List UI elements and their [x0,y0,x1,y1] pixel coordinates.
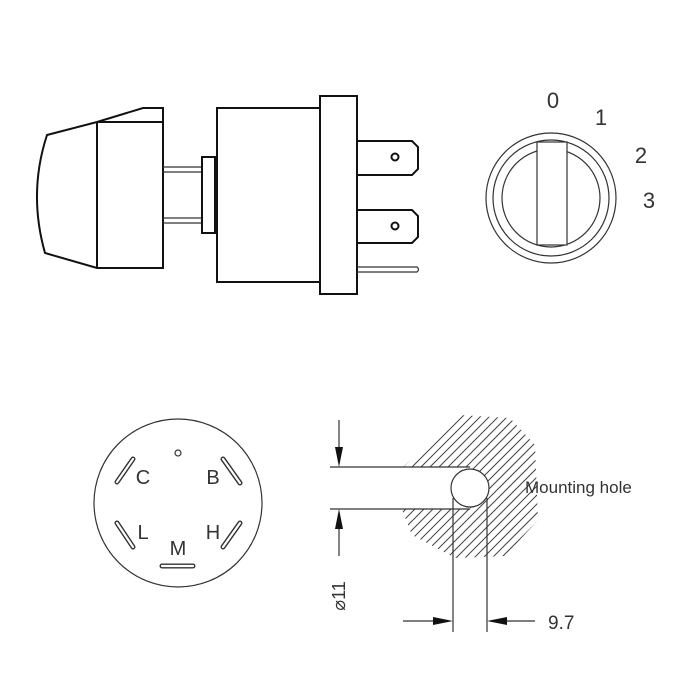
terminal-thin [357,266,420,273]
nut [201,156,216,234]
knob-front-view: 0 1 2 3 [485,88,655,264]
hatch-line [404,415,538,558]
width-dimension: 9.7 [403,498,574,634]
position-label-3: 3 [643,188,655,213]
mounting-hole [450,468,490,508]
position-label-2: 2 [635,143,647,168]
terminal-label-b: B [206,467,219,489]
position-label-0: 0 [547,88,559,113]
mounting-hole-label: Mounting hole [525,478,632,497]
terminal-label-m: M [170,538,187,560]
terminal-label-h: H [206,522,220,544]
diameter-dimension: ⌀11 [329,420,349,611]
diameter-value: ⌀11 [329,581,349,611]
hatch-line [413,415,538,558]
shaft [163,166,202,224]
terminal-hole [390,221,400,231]
hatch-line [398,415,509,558]
hatch-line [398,415,538,558]
hatch-line [398,415,500,558]
terminal-lower [357,209,419,244]
knob-cap [36,107,164,269]
position-label-1: 1 [595,105,607,130]
mounting-hole-detail: ⌀11 9.7 Mounting hole [329,415,632,634]
knob-bar [536,141,568,246]
side-view [36,95,420,295]
terminal-upper [357,140,419,176]
hatch-line [398,415,538,558]
terminal-hole [390,152,400,162]
width-value: 9.7 [548,613,574,634]
terminal-label-c: C [136,467,150,489]
hatch-line [422,415,538,558]
flange [319,95,358,295]
switch-body [216,107,321,283]
terminal-face-view: C B L H M [93,418,263,588]
terminal-label-l: L [137,522,148,544]
